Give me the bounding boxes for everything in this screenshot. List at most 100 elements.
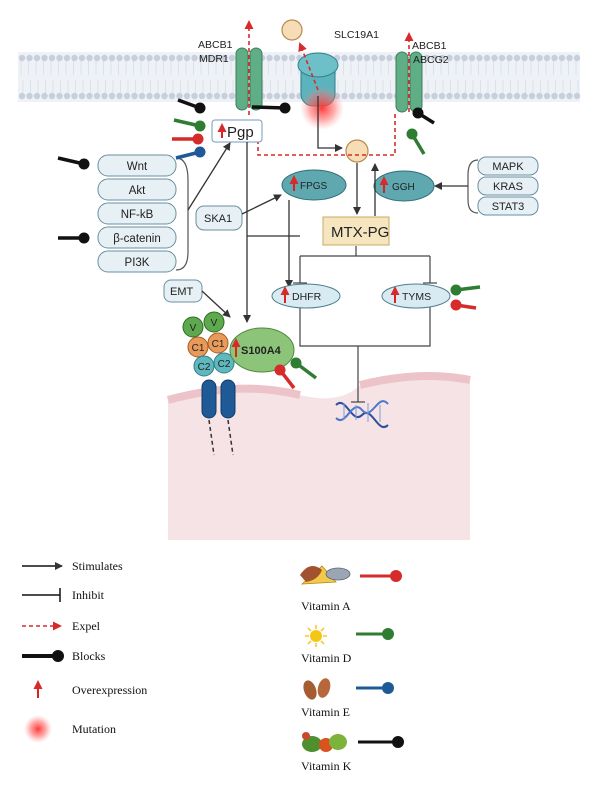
membrane-head [558, 54, 566, 62]
legend-overexpression: Overexpression [72, 683, 147, 697]
membrane-head [453, 92, 461, 100]
pathway-label: Wnt [127, 161, 148, 173]
membrane-head [116, 54, 123, 62]
membrane-head [483, 92, 491, 100]
membrane-head [221, 54, 228, 62]
legend-blocks: Blocks [72, 649, 106, 663]
vitamin-k-label: Vitamin K [301, 759, 352, 773]
membrane-head [348, 92, 356, 100]
membrane-head [18, 54, 26, 62]
membrane-head [131, 54, 138, 62]
membrane-head [341, 54, 348, 62]
membrane-head [491, 92, 498, 100]
legend-inhibit: Inhibit [72, 588, 105, 602]
membrane-head [221, 92, 228, 100]
pathway-label: Akt [129, 185, 146, 197]
membrane-head [86, 54, 93, 62]
vitamin-a-label: Vitamin A [301, 599, 351, 613]
membrane-head [123, 92, 131, 100]
membrane-head [468, 54, 476, 62]
membrane-head [573, 92, 581, 100]
vitamin-blocker-head [279, 102, 291, 114]
membrane-head [363, 54, 371, 62]
vitamin-blocker-head [194, 102, 206, 114]
membrane-head [281, 54, 288, 62]
receptor-domain-c2 [213, 352, 235, 374]
vitamin-blocker-head [194, 146, 206, 158]
membrane-head [446, 92, 453, 100]
mtx-molecule-inside [345, 139, 369, 163]
membrane-head [213, 92, 221, 100]
membrane-head [266, 92, 273, 100]
receptor-domain-c1 [207, 332, 229, 354]
membrane-head [506, 92, 513, 100]
pathway-label: β-catenin [113, 233, 161, 245]
membrane-head [123, 54, 131, 62]
membrane-head [498, 54, 506, 62]
membrane-head [71, 92, 78, 100]
receptor-domain-label: V [190, 323, 197, 334]
vitamin-e-label: Vitamin E [301, 705, 350, 719]
membrane-head [101, 54, 108, 62]
kinase-brace [467, 159, 479, 214]
vitamin-blocker-head [78, 158, 90, 170]
membrane-head [423, 54, 431, 62]
membrane-head [198, 54, 206, 62]
pgp-label: Pgp [227, 124, 254, 141]
mtx-pg-node: MTX-PG [322, 216, 390, 246]
membrane-head [101, 92, 108, 100]
membrane-head [41, 54, 48, 62]
ggh-node: GGH [373, 170, 435, 202]
membrane-head [33, 54, 41, 62]
pathway-box [97, 226, 177, 249]
mutation-glow [300, 86, 344, 130]
s100a4-label: S100A4 [241, 345, 282, 357]
membrane-head [371, 92, 378, 100]
mdr1-label: MDR1 [199, 53, 229, 65]
membrane-head [528, 92, 536, 100]
mtxpg-inhibition-tree [293, 246, 437, 403]
membrane-head [521, 54, 528, 62]
vitamin-blocker-head [406, 128, 418, 140]
pathway-box [97, 250, 177, 273]
membrane-head [176, 92, 183, 100]
vitamin-blocker-head [78, 232, 90, 244]
membrane-head [228, 92, 236, 100]
membrane-head [63, 54, 71, 62]
vitamin-blocker-head [450, 284, 462, 296]
membrane-head [506, 54, 513, 62]
vitamin-blocker-head [274, 364, 286, 376]
pathway-box [97, 178, 177, 201]
membrane-head [93, 92, 101, 100]
dhfr-label: DHFR [292, 291, 322, 303]
membrane-head [423, 92, 431, 100]
membrane-head [18, 92, 26, 100]
ggh-label: GGH [392, 182, 415, 193]
mtx-molecule-outside [281, 19, 303, 41]
vitamin-blocker-head [194, 120, 206, 132]
membrane-head [153, 92, 161, 100]
membrane-head [356, 54, 363, 62]
membrane-head [431, 54, 438, 62]
dhfr-node: DHFR [271, 283, 341, 309]
almond-nuts-icon [303, 678, 331, 700]
membrane-head [183, 92, 191, 100]
slc19a1-label: SLC19A1 [334, 29, 379, 41]
legend-stimulates: Stimulates [72, 559, 123, 573]
membrane-head [438, 92, 446, 100]
pgp-node: Pgp [211, 119, 263, 143]
membrane-head [71, 54, 78, 62]
membrane-head [551, 92, 558, 100]
membrane-head [288, 54, 296, 62]
membrane-head [543, 92, 551, 100]
tyms-label: TYMS [402, 291, 431, 303]
pathway-label: NF-kB [121, 209, 154, 221]
vitamin-blocker-line [251, 105, 286, 110]
cheese-liver-fish-icon [300, 565, 351, 585]
membrane-head [491, 54, 498, 62]
mtx-pg-label: MTX-PG [331, 224, 389, 241]
vitamin-blocker-head [412, 107, 424, 119]
ska1-to-fpgs-arrow [241, 194, 282, 215]
